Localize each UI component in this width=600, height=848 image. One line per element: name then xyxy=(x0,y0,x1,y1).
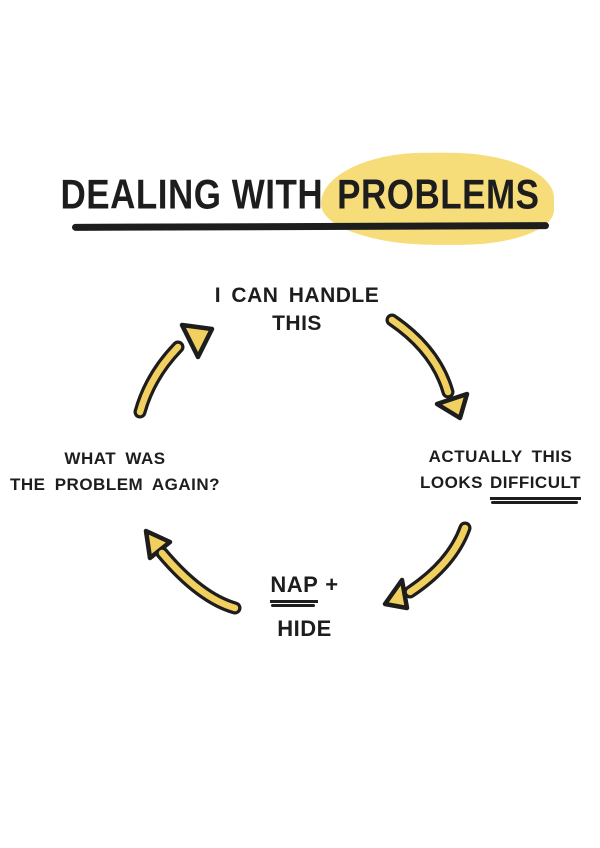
node-line: WHAT WAS xyxy=(64,449,166,468)
title-text: DEALING WITH xyxy=(60,171,324,218)
node-line: THIS xyxy=(272,312,322,335)
emphasized-word: NAP xyxy=(270,571,319,607)
node-nap-hide: NAP+ HIDE xyxy=(252,571,357,643)
node-line: I CAN HANDLE xyxy=(214,284,380,307)
arrow-top-right-icon xyxy=(385,313,470,421)
arrow-bottom-left-icon xyxy=(143,528,242,615)
title-highlighted-word: PROBLEMS xyxy=(321,152,554,245)
node-what-was-the-problem-again: WHAT WAS THE PROBLEM AGAIN? xyxy=(10,446,220,498)
node-line-prefix: LOOKS xyxy=(419,473,483,492)
emphasized-word: DIFFICULT xyxy=(489,470,581,504)
arrow-top-left-icon xyxy=(133,322,215,419)
node-actually-this-looks-difficult: ACTUALLY THIS LOOKS DIFFICULT xyxy=(413,444,588,504)
page-title: DEALING WITH PROBLEMS xyxy=(0,152,600,245)
node-i-can-handle-this: I CAN HANDLE THIS xyxy=(187,282,407,338)
plus-sign: + xyxy=(325,572,339,597)
arrow-bottom-right-icon xyxy=(382,521,472,611)
node-line: NAP+ xyxy=(252,571,357,607)
node-line: ACTUALLY THIS xyxy=(428,447,573,466)
node-line: LOOKS DIFFICULT xyxy=(413,470,588,504)
node-line: THE PROBLEM AGAIN? xyxy=(10,475,220,494)
node-line: HIDE xyxy=(277,616,332,641)
title-highlight-text: PROBLEMS xyxy=(337,171,540,218)
